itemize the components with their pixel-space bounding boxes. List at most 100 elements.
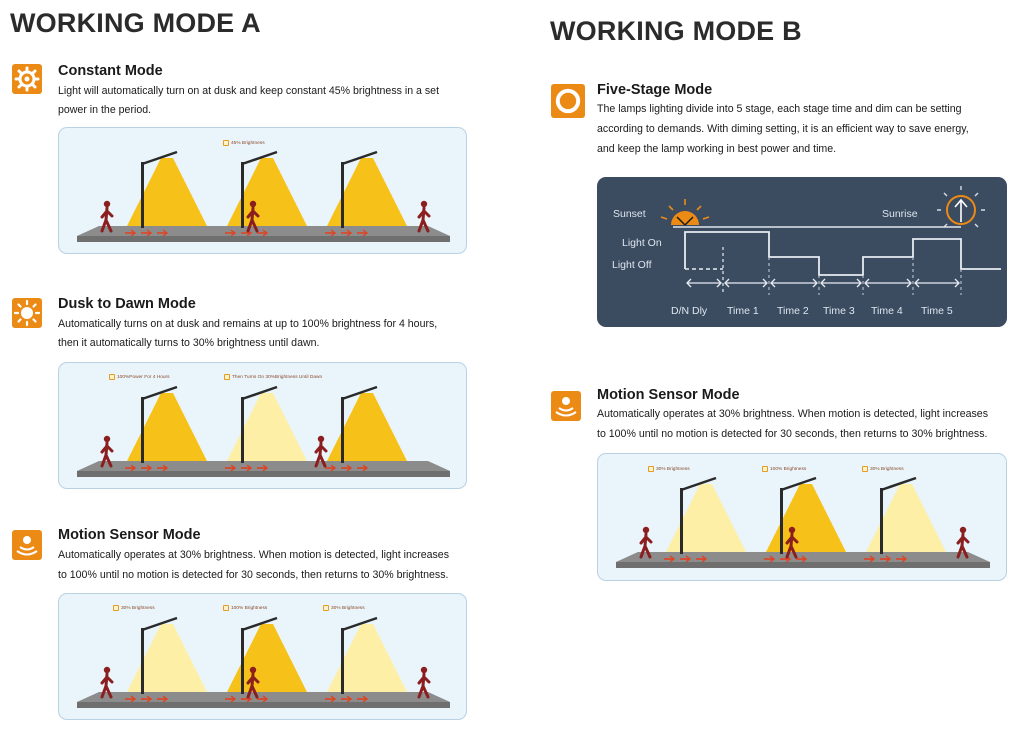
brightness-swatch-icon: [223, 605, 229, 611]
arrow-head: [901, 555, 908, 563]
legend-text: 45% Brightness: [231, 140, 265, 146]
legend-item: 100% Brightness: [223, 605, 267, 611]
lamp-pole: [141, 628, 144, 694]
lamp-pole: [341, 628, 344, 694]
motion-sensor-desc-1: Automatically operates at 30% brightness…: [58, 549, 449, 561]
solar-panel: [141, 385, 178, 401]
road-edge: [77, 702, 450, 708]
solar-panel: [241, 385, 278, 401]
arrow-head: [162, 695, 169, 703]
pedestrian-icon: [639, 526, 653, 559]
legend-item: 100%Power For 4 Hours: [109, 374, 170, 380]
pedestrian-icon: [246, 666, 260, 699]
arrow-head: [330, 695, 337, 703]
light-off-label: Light Off: [612, 259, 652, 271]
arrow-head: [130, 695, 137, 703]
solar-panel: [141, 616, 178, 632]
legend-item: 45% Brightness: [223, 140, 265, 146]
light-beam: [327, 624, 407, 692]
motion-sensor-icon: [12, 530, 42, 560]
segment-label: Time 1: [727, 305, 759, 317]
arrow-head: [869, 555, 876, 563]
constant-mode-illustration: 45% Brightness: [58, 127, 467, 254]
arrow-head: [246, 464, 253, 472]
light-beam: [227, 624, 307, 692]
road-edge: [77, 471, 450, 477]
arrow-head: [262, 464, 269, 472]
five-stage-mode-title: Five-Stage Mode: [597, 82, 713, 98]
working-mode-b-title: WORKING MODE B: [550, 16, 802, 46]
legend-text: 100%Power For 4 Hours: [117, 374, 170, 380]
arrow-head: [230, 695, 237, 703]
constant-mode-title: Constant Mode: [58, 63, 163, 79]
legend-text: 30% Brightness: [331, 605, 365, 611]
brightness-swatch-icon: [224, 374, 230, 380]
stage-dividers: [768, 257, 962, 295]
lamp-pole: [341, 397, 344, 463]
arrow-head: [685, 555, 692, 563]
solar-panel: [880, 476, 917, 492]
legend-item: 100% Brightness: [762, 466, 806, 472]
pedestrian-icon: [417, 200, 431, 233]
pedestrian-icon: [417, 666, 431, 699]
arrow-head: [230, 229, 237, 237]
gear-icon: [12, 64, 42, 94]
arrow-head: [262, 695, 269, 703]
pedestrian-icon: [100, 666, 114, 699]
arrow-head: [346, 229, 353, 237]
segment-label: Time 5: [921, 305, 953, 317]
pedestrian-icon: [314, 435, 328, 468]
solar-panel: [141, 150, 178, 166]
light-beam: [127, 158, 207, 226]
arrow-head: [146, 464, 153, 472]
brightness-swatch-icon: [862, 466, 868, 472]
dusk-to-dawn-illustration: 100%Power For 4 Hours Then Turns On 30%B…: [58, 362, 467, 489]
pedestrian-icon: [100, 200, 114, 233]
lamp-pole: [241, 397, 244, 463]
motion-sensor-b-illustration: 30% Brightness 100% Brightness 30% Brigh…: [597, 453, 1007, 581]
motion-sensor-b-desc-2: to 100% until no motion is detected for …: [597, 428, 988, 440]
motion-sensor-desc-2: to 100% until no motion is detected for …: [58, 569, 449, 581]
legend-text: 30% Brightness: [656, 466, 690, 472]
light-beam: [227, 393, 307, 461]
segment-label: D/N Dly: [671, 305, 708, 317]
arrow-head: [885, 555, 892, 563]
light-beam: [227, 158, 307, 226]
arrow-head: [230, 464, 237, 472]
segment-label: Time 2: [777, 305, 809, 317]
arrow-head: [362, 229, 369, 237]
motion-sensor-illustration: 30% Brightness 100% Brightness 30% Brigh…: [58, 593, 467, 720]
solar-panel: [341, 150, 378, 166]
arrow-head: [130, 464, 137, 472]
arrow-head: [701, 555, 708, 563]
legend-text: 100% Brightness: [770, 466, 807, 472]
solar-panel: [780, 476, 817, 492]
light-beam: [866, 484, 946, 552]
timing-graphic: [660, 186, 1001, 295]
arrow-head: [162, 464, 169, 472]
arrow-head: [146, 695, 153, 703]
arrow-head: [769, 555, 776, 563]
lamp-pole: [241, 628, 244, 694]
light-on-label: Light On: [622, 237, 662, 249]
arrow-head: [330, 229, 337, 237]
sunrise-label: Sunrise: [882, 208, 918, 220]
sun-icon: [12, 298, 42, 328]
legend-item: 30% Brightness: [113, 605, 155, 611]
legend-item: 30% Brightness: [648, 466, 690, 472]
arrow-head: [362, 695, 369, 703]
panel-b-graphic: [616, 476, 990, 568]
brightness-swatch-icon: [762, 466, 768, 472]
lamp-pole: [880, 488, 883, 554]
brightness-swatch-icon: [113, 605, 119, 611]
solar-panel: [241, 616, 278, 632]
legend-text: 100% Brightness: [231, 605, 268, 611]
lamp-pole: [141, 162, 144, 228]
five-stage-desc-3: and keep the lamp working in best power …: [597, 143, 837, 155]
light-beam: [327, 158, 407, 226]
legend-item: 30% Brightness: [862, 466, 904, 472]
ring-icon: [551, 84, 585, 118]
constant-mode-desc-1: Light will automatically turn on at dusk…: [58, 85, 440, 97]
brightness-swatch-icon: [223, 140, 229, 146]
brightness-waveform: [684, 231, 1001, 276]
